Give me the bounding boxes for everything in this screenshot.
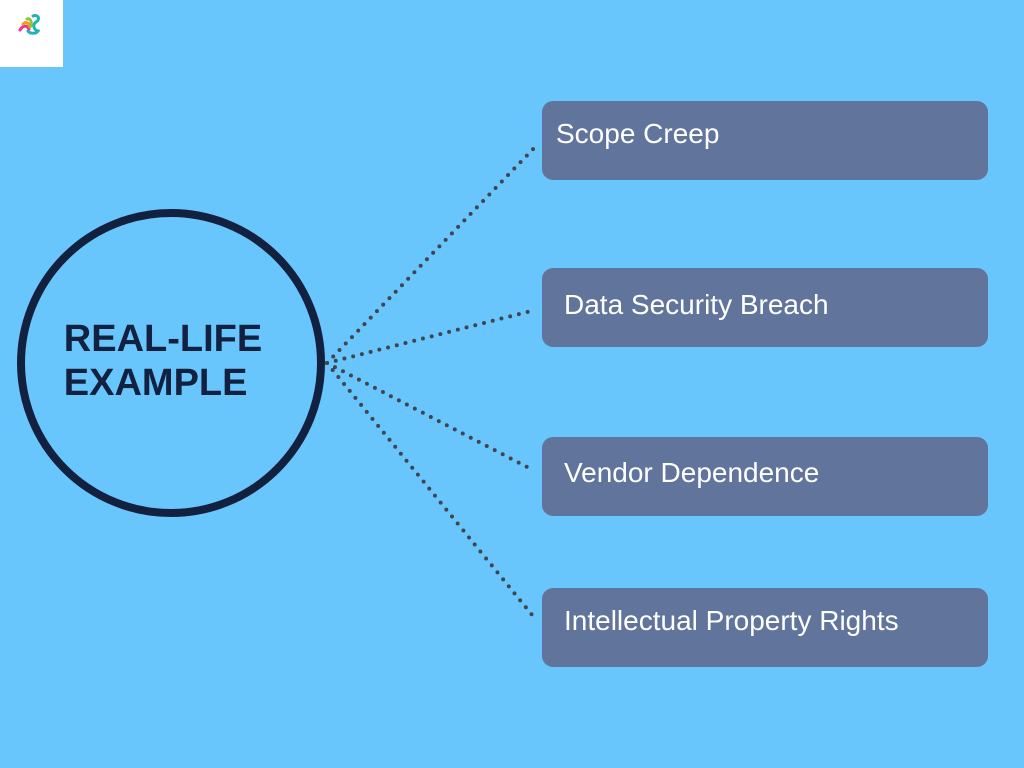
item-box-data-security-breach: Data Security Breach xyxy=(542,268,988,347)
center-title: REAL-LIFE EXAMPLE xyxy=(64,317,262,405)
swan-logo-icon xyxy=(18,14,41,35)
connector-line-3 xyxy=(325,361,533,471)
item-label: Vendor Dependence xyxy=(564,457,820,488)
center-circle: REAL-LIFE EXAMPLE xyxy=(17,209,325,517)
connector-line-2 xyxy=(325,309,533,365)
item-box-vendor-dependence: Vendor Dependence xyxy=(542,437,988,516)
item-label: Intellectual Property Rights xyxy=(564,605,899,636)
center-title-line2: EXAMPLE xyxy=(63,362,248,404)
logo-tile xyxy=(0,0,63,67)
item-label: Data Security Breach xyxy=(564,289,829,320)
item-box-intellectual-property-rights: Intellectual Property Rights xyxy=(542,588,988,667)
item-box-scope-creep: Scope Creep xyxy=(542,101,988,180)
center-title-line1: REAL-LIFE xyxy=(63,318,263,360)
connector-line-1 xyxy=(325,143,539,365)
item-label: Scope Creep xyxy=(556,118,720,149)
connector-line-4 xyxy=(325,361,539,623)
